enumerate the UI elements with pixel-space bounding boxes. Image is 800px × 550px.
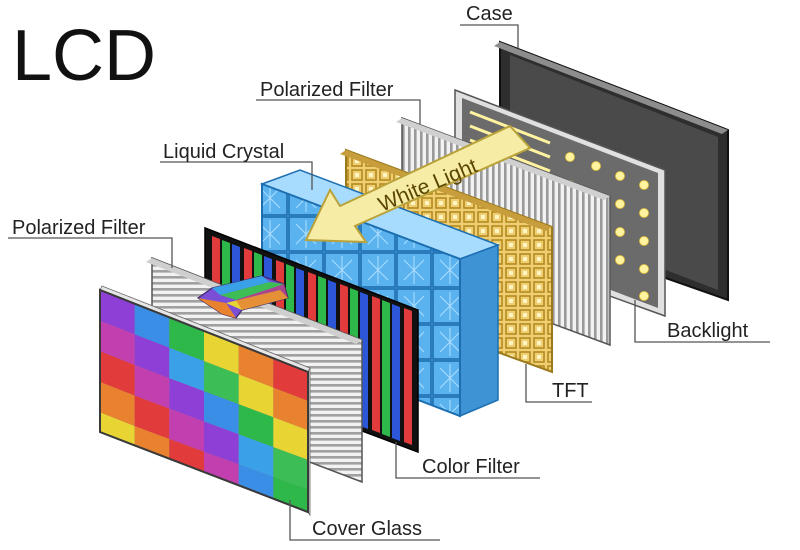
cover-glass-color-cells bbox=[100, 290, 308, 512]
label-polarized-filter-back: Polarized Filter bbox=[260, 79, 394, 101]
colored-light-arrow bbox=[196, 275, 289, 319]
page-title: LCD bbox=[12, 16, 156, 96]
label-color-filter: Color Filter bbox=[422, 456, 520, 478]
label-liquid-crystal: Liquid Crystal bbox=[163, 141, 284, 163]
label-leader-lines bbox=[8, 24, 770, 541]
label-case: Case bbox=[466, 3, 513, 25]
label-polarized-filter-front: Polarized Filter bbox=[12, 217, 146, 239]
label-backlight: Backlight bbox=[667, 320, 749, 342]
cover-glass-layer bbox=[99, 285, 311, 517]
label-tft: TFT bbox=[552, 380, 589, 402]
label-cover-glass: Cover Glass bbox=[312, 518, 422, 540]
